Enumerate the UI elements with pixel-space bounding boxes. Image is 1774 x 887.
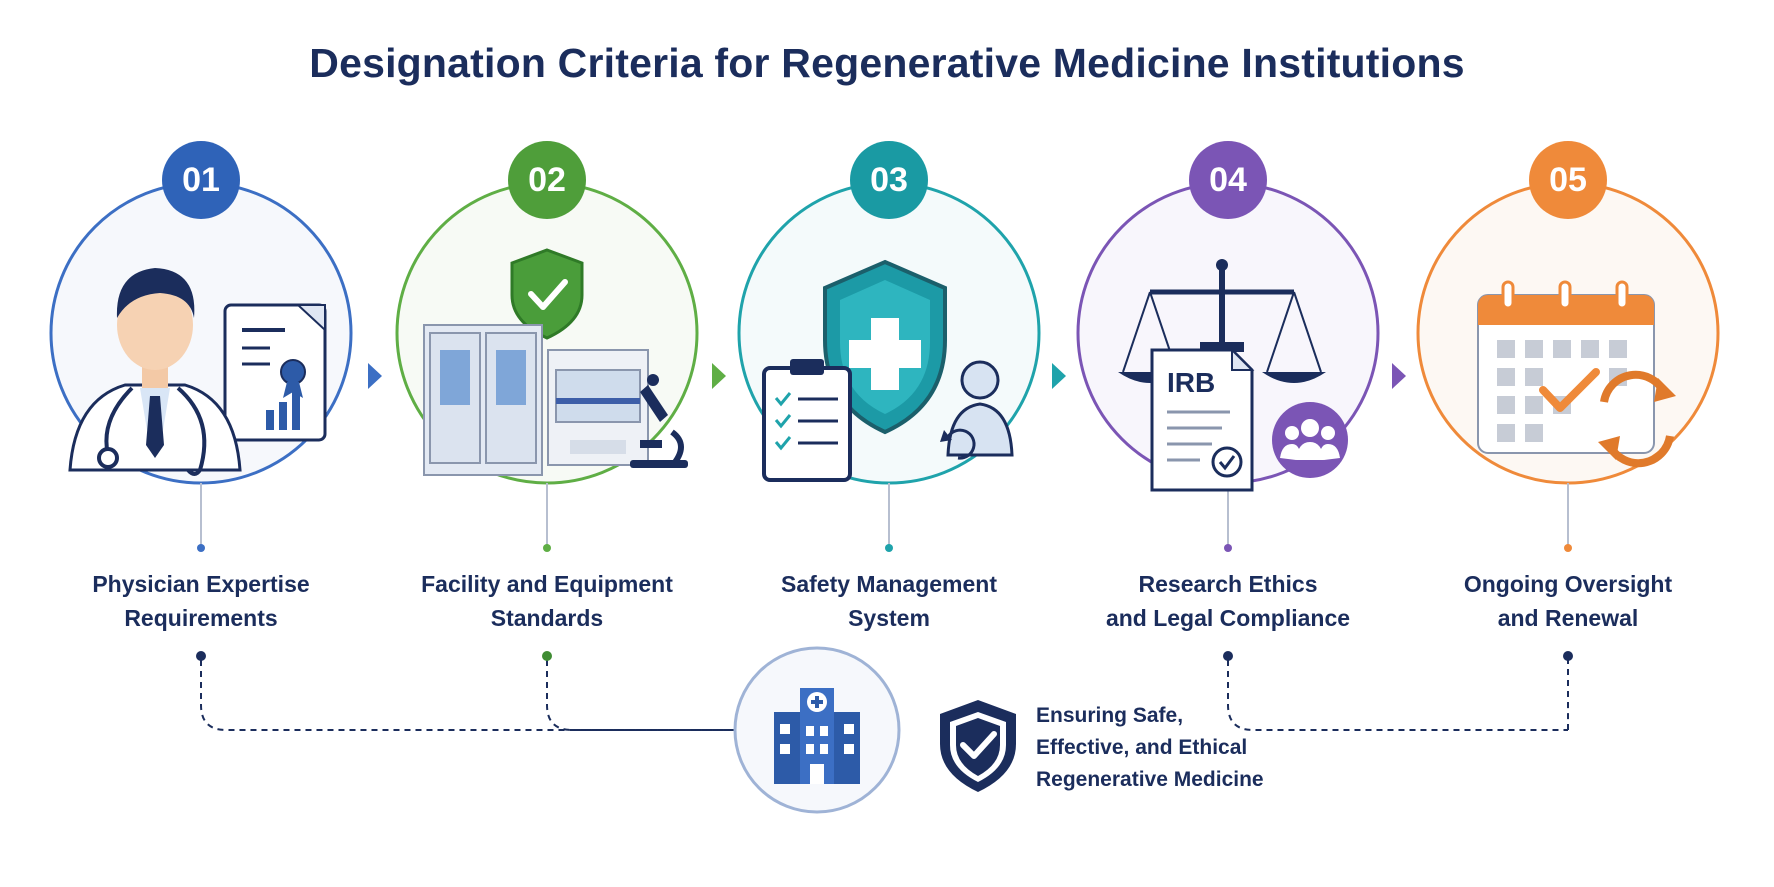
calendar-renewal-icon xyxy=(1477,280,1676,468)
page-title: Designation Criteria for Regenerative Me… xyxy=(309,40,1465,86)
center-message-line1: Ensuring Safe, xyxy=(1036,704,1184,727)
step-label-4: Research Ethics and Legal Compliance xyxy=(1078,567,1378,635)
step-badge-5: 05 xyxy=(1529,141,1607,219)
step-badge-3: 03 xyxy=(850,141,928,219)
step-label-3-line1: Safety Management xyxy=(780,571,997,597)
dashed-connectors xyxy=(200,660,1569,731)
lab-facility-equipment-icon xyxy=(423,248,688,476)
center-message-line3: Regenerative Medicine xyxy=(1036,768,1264,791)
arrow-right-icon-1 xyxy=(368,363,382,389)
step-badge-4: 04 xyxy=(1189,141,1267,219)
scales-irb-document-icon: IRB xyxy=(1118,259,1348,492)
safety-shield-checklist-icon xyxy=(762,259,1014,482)
hospital-icon xyxy=(774,688,860,784)
step-label-2-line2: Standards xyxy=(490,605,604,631)
center-message: Ensuring Safe, Effective, and Ethical Re… xyxy=(1036,700,1336,796)
irb-label: IRB xyxy=(1167,367,1215,398)
center-message-line2: Effective, and Ethical xyxy=(1036,736,1248,759)
arrow-right-icon-4 xyxy=(1392,363,1406,389)
shield-check-icon xyxy=(940,700,1016,792)
step-label-4-line2: and Legal Compliance xyxy=(1105,605,1351,631)
arrow-right-icon-2 xyxy=(712,363,726,389)
step-label-5-line2: and Renewal xyxy=(1497,605,1639,631)
step-label-1-line1: Physician Expertise xyxy=(92,571,310,597)
step-label-3-line2: System xyxy=(848,605,930,631)
step-label-3: Safety Management System xyxy=(739,567,1039,635)
step-badge-1: 01 xyxy=(162,141,240,219)
step-label-2-line1: Facility and Equipment xyxy=(421,571,673,597)
arrow-right-icon-3 xyxy=(1052,363,1066,389)
step-label-5: Ongoing Oversight and Renewal xyxy=(1418,567,1718,635)
step-label-5-line1: Ongoing Oversight xyxy=(1463,571,1673,597)
step-badge-2: 02 xyxy=(508,141,586,219)
step-label-1: Physician Expertise Requirements xyxy=(51,567,351,635)
physician-with-certificate-icon xyxy=(68,268,327,476)
step-label-2: Facility and Equipment Standards xyxy=(397,567,697,635)
step-label-4-line1: Research Ethics xyxy=(1138,571,1318,597)
step-label-1-line2: Requirements xyxy=(124,605,278,631)
